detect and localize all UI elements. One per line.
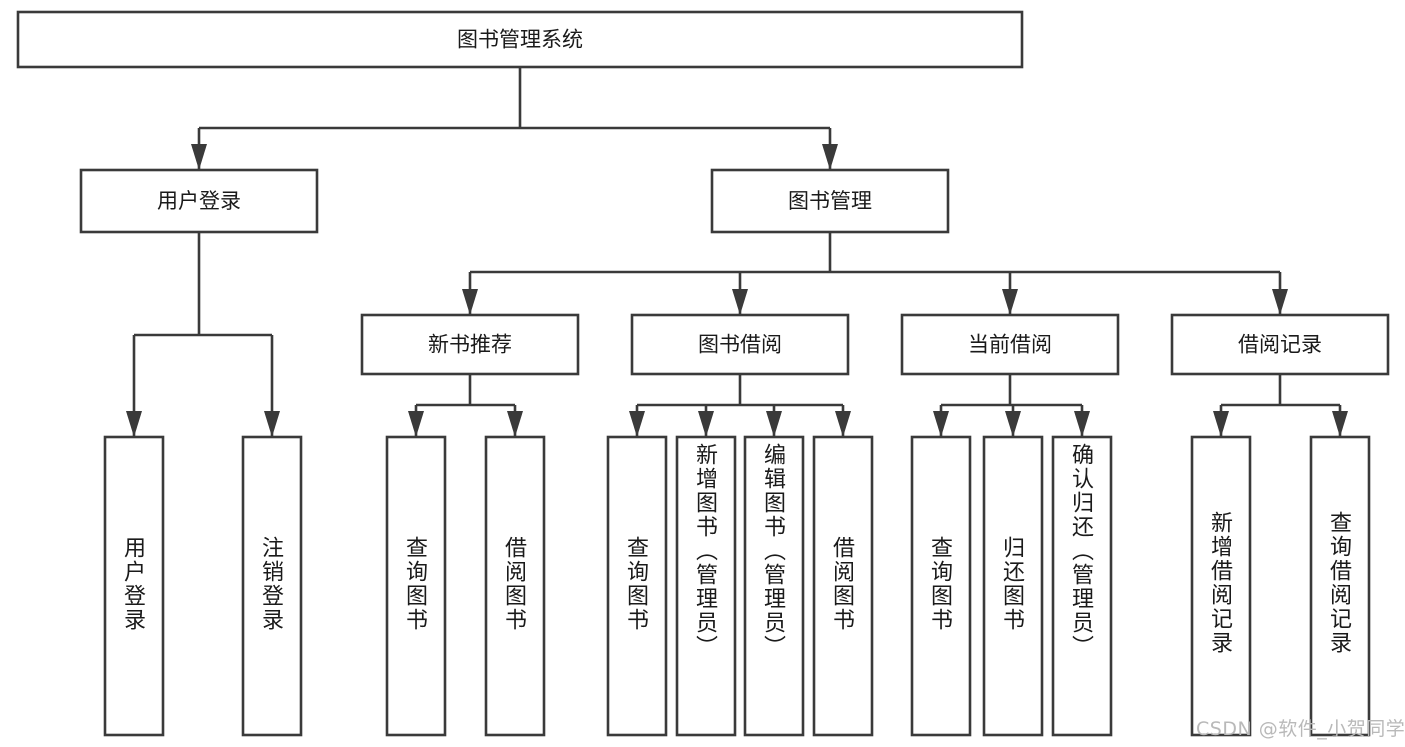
arrow-head-icon [1074, 411, 1090, 437]
level2-node-用户登录[interactable]: 用户登录 [79, 168, 319, 234]
node-label: 用户登录 [157, 189, 241, 213]
node-rect [812, 435, 874, 737]
node-label: 图书管理 [788, 189, 872, 213]
leaf-node-查询图书-4[interactable] [606, 435, 668, 737]
node-rect [1051, 435, 1113, 737]
arrow-head-icon [507, 411, 523, 437]
arrow-head-icon [933, 411, 949, 437]
level3-node-借阅记录[interactable]: 借阅记录 [1170, 313, 1390, 376]
level3-node-图书借阅[interactable]: 图书借阅 [630, 313, 850, 376]
leaf-node-查询图书-8[interactable] [910, 435, 972, 737]
node-rect [910, 435, 972, 737]
arrow-head-icon [732, 289, 748, 315]
root-node-图书管理系统[interactable]: 图书管理系统 [16, 10, 1024, 69]
arrow-head-icon [698, 411, 714, 437]
node-rect [743, 435, 805, 737]
arrow-head-icon [191, 144, 207, 170]
leaf-node-查询借阅记录-12[interactable] [1309, 435, 1371, 737]
leaf-node-注销登录-1[interactable] [241, 435, 303, 737]
node-rect [606, 435, 668, 737]
connectors-layer [126, 67, 1348, 437]
node-rect [900, 313, 1120, 376]
arrow-head-icon [1005, 411, 1021, 437]
node-rect [1309, 435, 1371, 737]
leaf-node-新增图书管理员-5[interactable] [675, 435, 737, 737]
leaf-node-用户登录-0[interactable] [103, 435, 165, 737]
level3-node-当前借阅[interactable]: 当前借阅 [900, 313, 1120, 376]
node-label: 借阅记录 [1238, 333, 1322, 357]
leaf-node-查询图书-2[interactable] [385, 435, 447, 737]
node-rect [1190, 435, 1252, 737]
node-rect [1170, 313, 1390, 376]
node-rect [385, 435, 447, 737]
node-rect [982, 435, 1044, 737]
leaf-node-归还图书-9[interactable] [982, 435, 1044, 737]
node-rect [241, 435, 303, 737]
leaf-node-确认归还管理员-10[interactable] [1051, 435, 1113, 737]
leaf-node-编辑图书管理员-6[interactable] [743, 435, 805, 737]
node-rect [484, 435, 546, 737]
node-rect [710, 168, 950, 234]
arrow-head-icon [408, 411, 424, 437]
node-rect [675, 435, 737, 737]
arrow-head-icon [1002, 289, 1018, 315]
arrow-head-icon [126, 411, 142, 437]
arrow-head-icon [822, 144, 838, 170]
arrow-head-icon [766, 411, 782, 437]
level3-node-新书推荐[interactable]: 新书推荐 [360, 313, 580, 376]
node-label: 新书推荐 [428, 333, 512, 357]
arrow-head-icon [1272, 289, 1288, 315]
node-label: 当前借阅 [968, 333, 1052, 357]
node-label: 图书借阅 [698, 333, 782, 357]
arrow-head-icon [629, 411, 645, 437]
leaf-node-借阅图书-7[interactable] [812, 435, 874, 737]
leaf-node-借阅图书-3[interactable] [484, 435, 546, 737]
arrow-head-icon [264, 411, 280, 437]
node-rect [79, 168, 319, 234]
level2-node-图书管理[interactable]: 图书管理 [710, 168, 950, 234]
node-rect [630, 313, 850, 376]
node-rect [360, 313, 580, 376]
watermark-text: CSDN @软件_小贺同学 [1196, 718, 1405, 740]
arrow-head-icon [1332, 411, 1348, 437]
arrow-head-icon [1213, 411, 1229, 437]
arrow-head-icon [835, 411, 851, 437]
node-rect [16, 10, 1024, 69]
node-rect [103, 435, 165, 737]
node-label: 图书管理系统 [457, 28, 583, 52]
arrow-head-icon [462, 289, 478, 315]
leaf-node-新增借阅记录-11[interactable] [1190, 435, 1252, 737]
